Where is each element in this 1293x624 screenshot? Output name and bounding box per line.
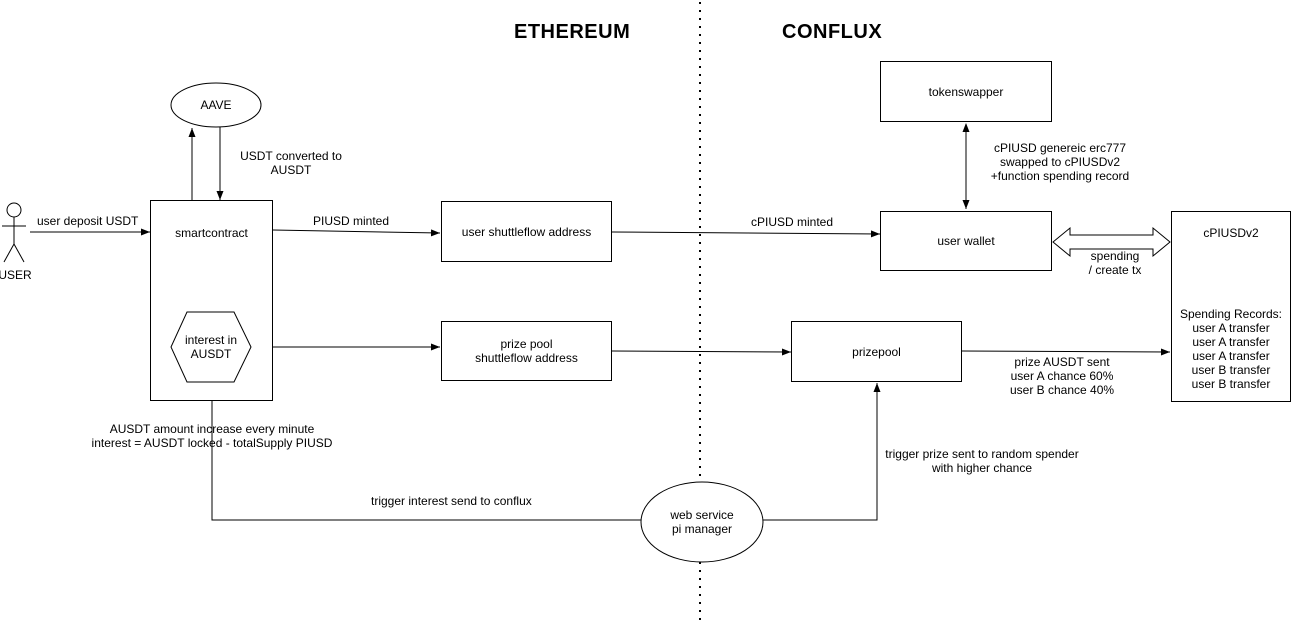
interest-label-line-1: interest in (184, 333, 238, 347)
swap-note-line-3: +function spending record (990, 169, 1130, 183)
spending-records-title: Spending Records: (1179, 307, 1283, 321)
spending-line-2: / create tx (1088, 263, 1142, 277)
web-service-node-label: web service pi manager (641, 508, 763, 536)
ausdt-note-line-1: AUSDT amount increase every minute (109, 422, 315, 436)
trigger-interest-label: trigger interest send to conflux (371, 494, 532, 508)
prizepool-node: prizepool (791, 321, 962, 382)
edge-piusd-minted (272, 229, 441, 237)
user-wallet-label: user wallet (937, 234, 995, 248)
user-shuttleflow-node: user shuttleflow address (441, 201, 612, 262)
prize-sent-line-1: prize AUSDT sent (1014, 355, 1110, 369)
user-actor-label: USER (0, 268, 32, 282)
swap-note-label: cPIUSD genereic erc777 swapped to cPIUSD… (980, 141, 1140, 183)
spending-line-1: spending (1090, 249, 1140, 263)
edge-trigger-interest (208, 383, 641, 521)
edge-cpiusd-minted (611, 230, 881, 238)
tokenswapper-label: tokenswapper (928, 84, 1004, 99)
interest-node-shape (170, 311, 252, 383)
web-service-node-shape (640, 481, 764, 563)
usdt-converted-label: USDT converted to AUSDT (236, 149, 346, 177)
prize-sent-line-3: user B chance 40% (1009, 383, 1115, 397)
spending-record: user B transfer (1191, 377, 1271, 391)
spending-record: user A transfer (1192, 335, 1270, 349)
usdt-converted-line-1: USDT converted to (240, 149, 342, 163)
user-shuttleflow-label: user shuttleflow address (461, 224, 592, 239)
ausdt-note-label: AUSDT amount increase every minute inter… (80, 422, 344, 450)
cpiusdv2-title: cPIUSDv2 (1203, 226, 1259, 240)
web-service-label-1: web service (670, 508, 734, 522)
prize-pool-shuttleflow-label-2: shuttleflow address (475, 351, 578, 365)
trigger-prize-line-2: with higher chance (931, 461, 1033, 475)
tokenswapper-node: tokenswapper (880, 61, 1052, 122)
spending-record: user A transfer (1192, 321, 1270, 335)
edge-prize-shuttle-to-prizepool (611, 348, 792, 356)
interest-node-label: interest in AUSDT (170, 333, 252, 361)
conflux-heading: CONFLUX (782, 21, 883, 43)
swap-note-line-2: swapped to cPIUSDv2 (999, 155, 1121, 169)
aave-node-label: AAVE (200, 98, 232, 112)
user-actor-icon (2, 202, 26, 263)
edge-prize-sent (960, 348, 1171, 356)
spending-label: spending / create tx (1080, 249, 1150, 277)
piusd-minted-label: PIUSD minted (313, 214, 390, 228)
smartcontract-label: smartcontract (175, 226, 248, 240)
trigger-prize-label: trigger prize sent to random spender wit… (880, 447, 1084, 475)
edge-trigger-prize (763, 383, 881, 521)
prizepool-label: prizepool (852, 344, 901, 359)
prize-sent-line-2: user A chance 60% (1010, 369, 1114, 383)
prize-sent-label: prize AUSDT sent user A chance 60% user … (1000, 355, 1124, 397)
aave-node-shape (170, 82, 262, 128)
user-deposit-label: user deposit USDT (37, 214, 139, 228)
ethereum-heading: ETHEREUM (514, 21, 631, 43)
spending-record: user A transfer (1192, 349, 1270, 363)
web-service-label-2: pi manager (671, 522, 733, 536)
user-wallet-node: user wallet (880, 211, 1052, 271)
swap-note-line-1: cPIUSD genereic erc777 (993, 141, 1127, 155)
usdt-converted-line-2: AUSDT (270, 163, 312, 177)
prize-pool-shuttleflow-node: prize pool shuttleflow address (441, 321, 612, 381)
cpiusd-minted-label: cPIUSD minted (751, 215, 834, 229)
ausdt-note-line-2: interest = AUSDT locked - totalSupply PI… (91, 436, 333, 450)
spending-record: user B transfer (1191, 363, 1271, 377)
prize-pool-shuttleflow-label-1: prize pool (500, 337, 553, 351)
trigger-prize-line-1: trigger prize sent to random spender (885, 447, 1079, 461)
edge-spending-double-arrow (1052, 226, 1171, 258)
cpiusdv2-node: cPIUSDv2 Spending Records: user A transf… (1171, 211, 1291, 402)
interest-label-line-2: AUSDT (190, 347, 232, 361)
